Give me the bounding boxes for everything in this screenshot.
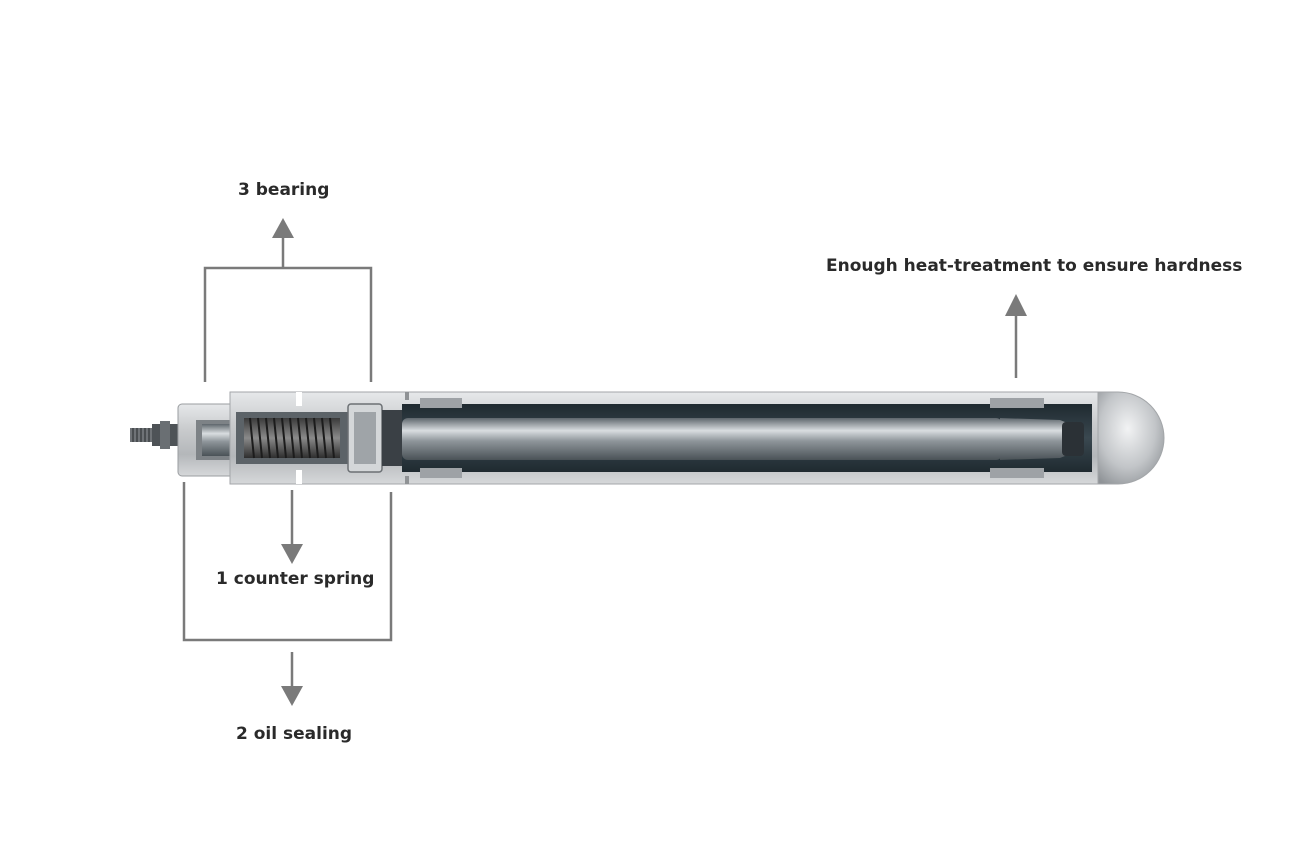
heat-treatment-label: Enough heat-treatment to ensure hardness: [826, 256, 1243, 276]
oil-sealing-label: 2 oil sealing: [236, 724, 353, 744]
spring-chamber: [236, 412, 348, 464]
counter-spring-label: 1 counter spring: [216, 569, 375, 589]
counter-spring-callout: [281, 490, 303, 564]
eccentric-shaft: [402, 418, 1084, 460]
bearing: [347, 403, 402, 473]
threaded-stud: [130, 421, 178, 449]
counter-spring: [244, 417, 340, 459]
heat-treatment-callout: [1005, 294, 1027, 378]
bearing-label: 3 bearing: [238, 180, 330, 200]
end-cap: [177, 403, 235, 477]
rounded-tip: [1097, 391, 1165, 485]
oil-sealing-callout: [182, 482, 393, 706]
bearing-callout: [203, 218, 373, 382]
